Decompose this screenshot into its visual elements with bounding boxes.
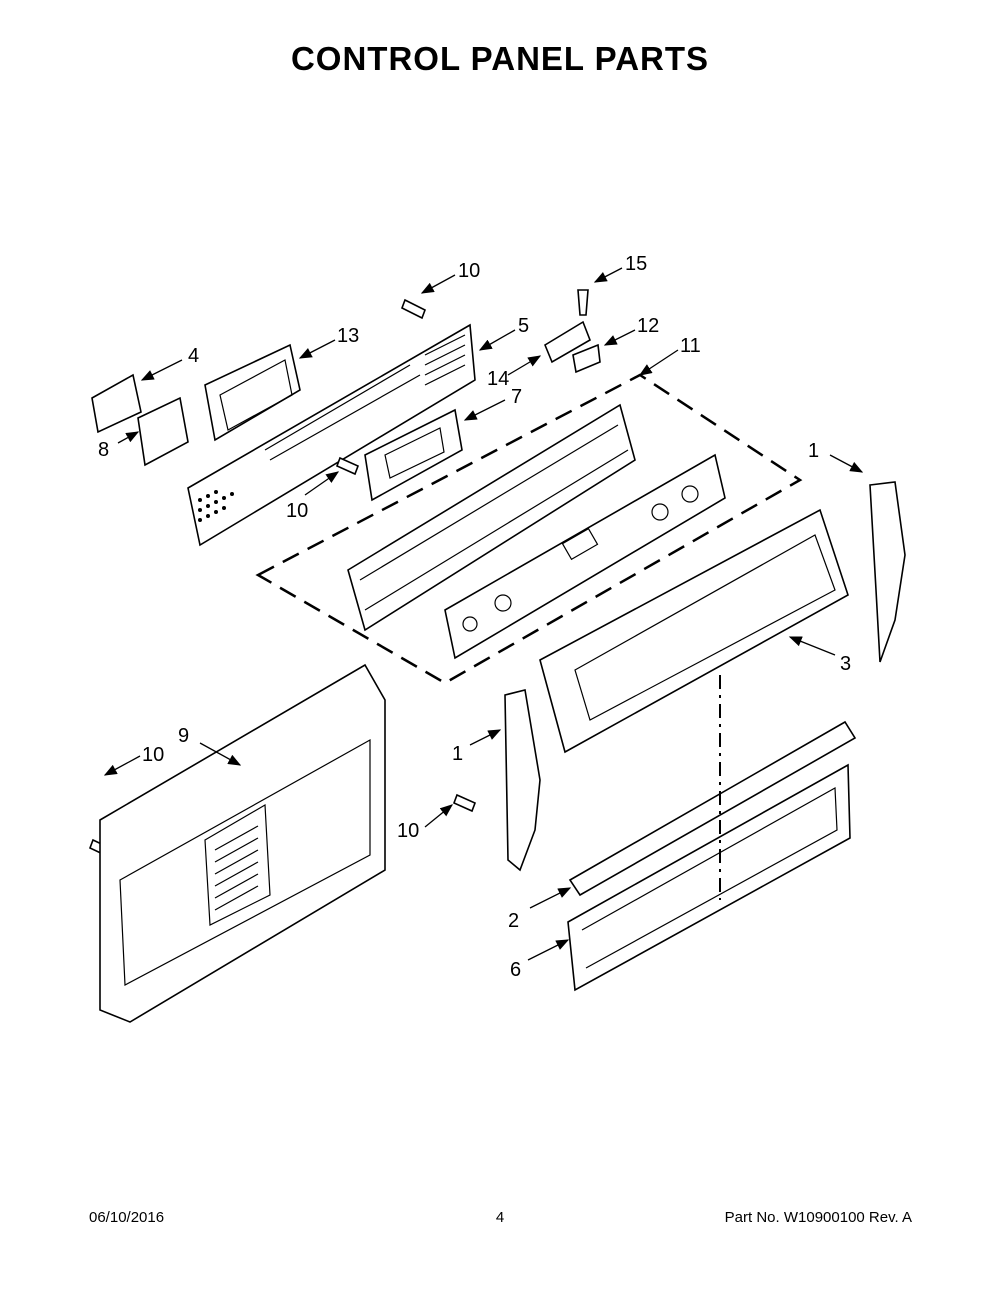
callout-2: 2 — [508, 910, 519, 932]
callout-3: 3 — [840, 653, 851, 675]
callout-10-middle: 10 — [286, 500, 308, 522]
end-cap-1-right — [869, 481, 906, 663]
callout-12: 12 — [637, 315, 659, 337]
callout-14: 14 — [487, 368, 509, 390]
callout-7: 7 — [511, 386, 522, 408]
clip-12-part — [572, 343, 601, 374]
rear-bracket-part — [187, 323, 476, 547]
callout-5: 5 — [518, 315, 529, 337]
page-title: CONTROL PANEL PARTS — [290, 40, 710, 77]
leader-lines — [103, 267, 864, 961]
callout-15: 15 — [625, 253, 647, 275]
trim-3-part — [539, 508, 849, 754]
callout-10-left: 10 — [142, 744, 164, 766]
footer-date: 06/10/2016 — [89, 1209, 165, 1226]
control-board-7-part — [364, 408, 463, 502]
overlay-panel-part — [444, 453, 726, 660]
screw-15-part — [577, 289, 589, 316]
console-11-part — [347, 403, 636, 632]
console-boundary-dashed-line — [255, 373, 803, 685]
callout-1-right: 1 — [808, 440, 819, 462]
end-cap-1-left — [504, 689, 541, 872]
screw-10-lower-center — [452, 793, 477, 813]
board-8-part — [137, 396, 189, 467]
callout-10-lower: 10 — [397, 820, 419, 842]
callout-8: 8 — [98, 439, 109, 461]
screw-10-upper — [400, 298, 427, 320]
callout-13: 13 — [337, 325, 359, 347]
callout-6: 6 — [510, 959, 521, 981]
rear-panel-9-part — [99, 663, 386, 1023]
callout-4: 4 — [188, 345, 199, 367]
screw-10-middle — [335, 456, 360, 476]
footer-page-number: 4 — [495, 1209, 505, 1226]
bracket-14-part — [543, 320, 591, 364]
footer-part-number: Part No. W10900100 Rev. A — [724, 1209, 912, 1226]
frame-6-part — [567, 763, 851, 992]
callout-10-top: 10 — [458, 260, 480, 282]
callout-11: 11 — [680, 335, 701, 357]
board-4-part — [91, 373, 142, 434]
channel-part — [204, 343, 301, 442]
callout-1-left: 1 — [452, 743, 463, 765]
callout-9: 9 — [178, 725, 189, 747]
rail-2-part — [568, 720, 857, 897]
